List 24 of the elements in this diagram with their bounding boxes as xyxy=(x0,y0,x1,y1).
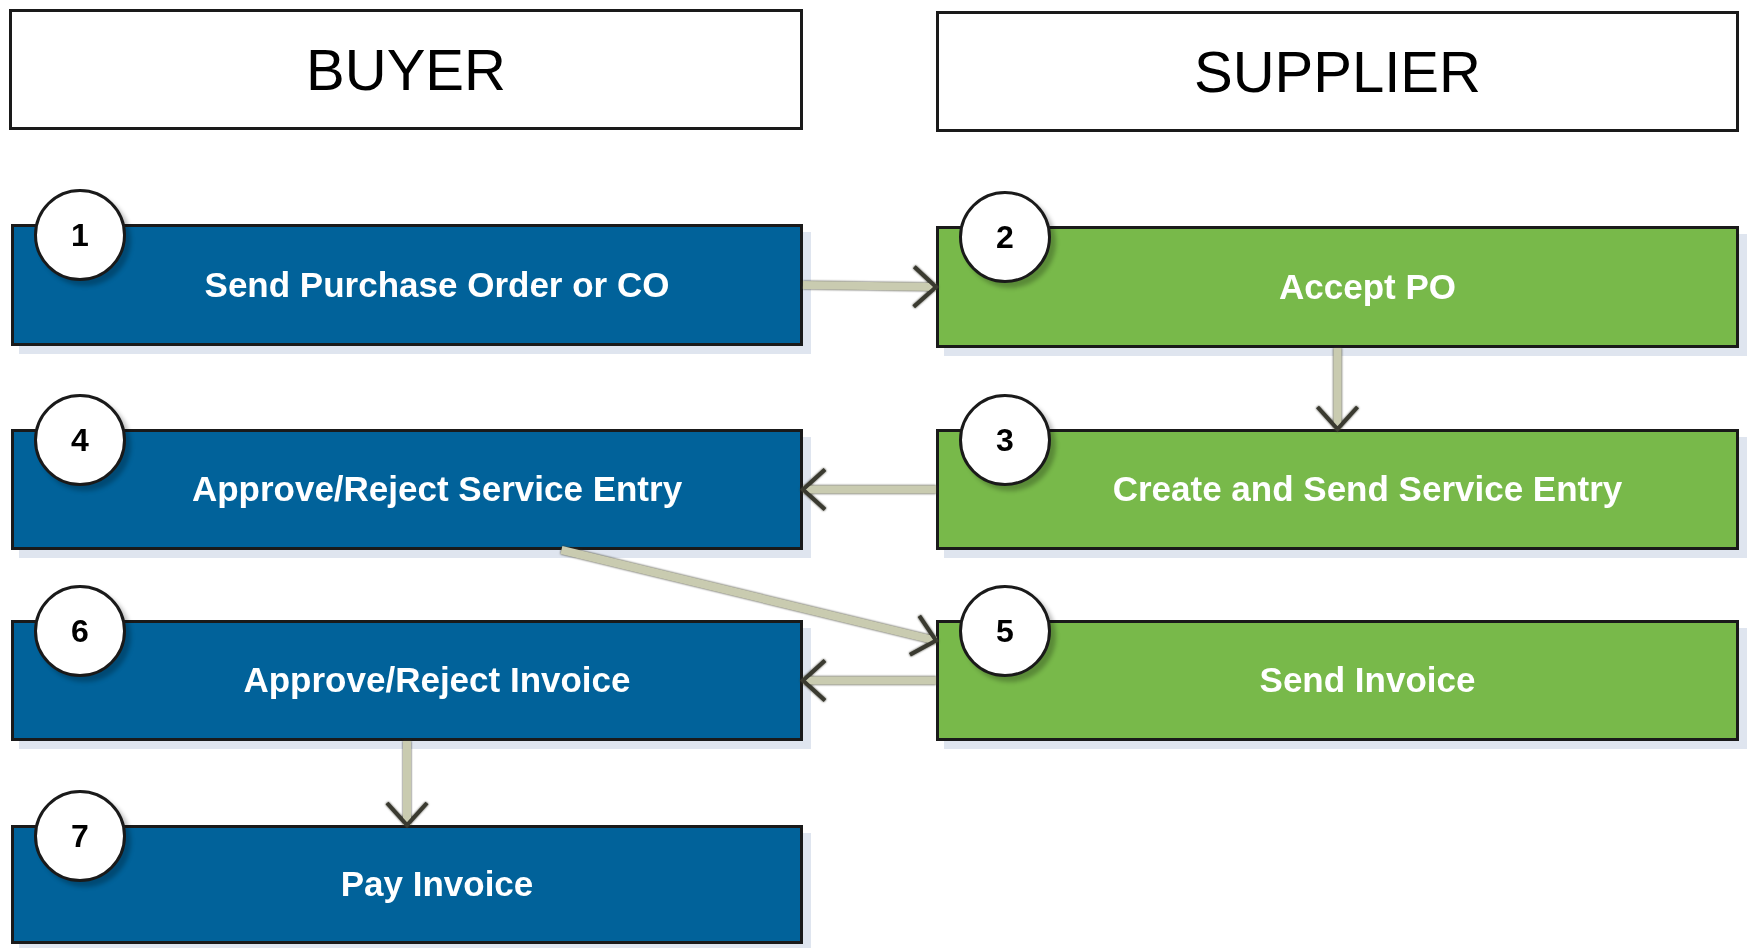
lane-title: BUYER xyxy=(306,36,506,104)
arrow xyxy=(802,264,938,309)
step-label: Approve/Reject Invoice xyxy=(242,659,631,702)
step-number: 2 xyxy=(959,191,1051,283)
step-label: Send Invoice xyxy=(1258,659,1476,702)
step-number: 5 xyxy=(959,585,1051,677)
lane-header xyxy=(9,9,803,130)
arrow xyxy=(1315,348,1360,431)
step-number: 7 xyxy=(34,790,126,882)
step-number: 6 xyxy=(34,585,126,677)
step-number: 1 xyxy=(34,189,126,281)
step-number: 4 xyxy=(34,394,126,486)
arrow xyxy=(560,546,938,657)
step-label: Accept PO xyxy=(1278,265,1456,308)
step-number: 3 xyxy=(959,394,1051,486)
lane-header xyxy=(936,11,1739,132)
step-label: Pay Invoice xyxy=(339,863,534,906)
step-label: Create and Send Service Entry xyxy=(1111,468,1623,511)
arrow xyxy=(801,467,936,512)
lane-title: SUPPLIER xyxy=(1194,38,1481,106)
step-label: Approve/Reject Service Entry xyxy=(190,468,683,511)
step-label: Send Purchase Order or CO xyxy=(203,263,670,306)
arrow xyxy=(385,741,429,827)
arrow xyxy=(801,658,936,703)
